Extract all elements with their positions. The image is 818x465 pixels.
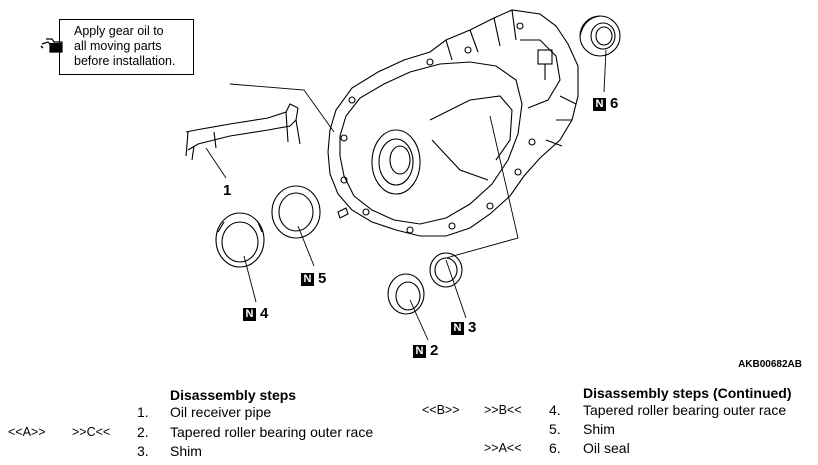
steps-title-left: Disassembly steps — [170, 387, 297, 403]
bearing-race-4 — [215, 212, 265, 268]
step-number: 2. — [137, 424, 149, 440]
step-text: Oil receiver pipe — [170, 404, 272, 420]
callout-3-number: 3 — [468, 319, 477, 336]
step-number: 6. — [549, 440, 561, 456]
step-row: <<B>> >>B<< 4. Tapered roller bearing ou… — [410, 402, 818, 419]
new-part-badge-icon: N — [593, 98, 606, 111]
step-text: Oil seal — [583, 440, 630, 456]
step-text: Shim — [170, 443, 202, 459]
step-text: Shim — [583, 421, 615, 437]
callout-1-number: 1 — [223, 182, 232, 199]
step-number: 3. — [137, 443, 149, 459]
new-part-badge-icon: N — [243, 308, 256, 321]
transaxle-case — [327, 9, 579, 237]
callout-6-number: 6 — [610, 95, 619, 112]
oil-receiver-pipe — [185, 103, 301, 161]
new-part-badge-icon: N — [413, 345, 426, 358]
oil-can-icon — [40, 38, 63, 53]
step-ref-b: >>A<< — [484, 441, 522, 455]
step-number: 4. — [549, 402, 561, 418]
step-row: >>A<< 6. Oil seal — [410, 440, 818, 457]
step-row: 1. Oil receiver pipe — [0, 404, 410, 421]
steps-title-right: Disassembly steps (Continued) — [583, 385, 792, 401]
bearing-race-2 — [387, 273, 425, 315]
new-part-badge-icon: N — [301, 273, 314, 286]
callout-2-number: 2 — [430, 342, 439, 359]
figure-code: AKB00682AB — [738, 359, 802, 370]
oil-seal-6 — [579, 15, 621, 57]
leader-lines — [205, 49, 607, 341]
shim-5 — [271, 185, 321, 239]
step-text: Tapered roller bearing outer race — [583, 402, 787, 418]
step-number: 1. — [137, 404, 149, 420]
step-row: 3. Shim — [0, 443, 410, 460]
gear-oil-note-text: Apply gear oil to all moving parts befor… — [74, 24, 176, 68]
step-row: <<A>> >>C<< 2. Tapered roller bearing ou… — [0, 424, 410, 441]
callout-1: 1 — [223, 183, 231, 199]
new-part-badge-icon: N — [451, 322, 464, 335]
gear-oil-note: Apply gear oil to all moving parts befor… — [59, 19, 194, 75]
step-number: 5. — [549, 421, 561, 437]
step-ref-b: >>C<< — [72, 425, 111, 439]
callout-5-number: 5 — [318, 270, 327, 287]
step-ref-a: <<A>> — [8, 425, 46, 439]
step-ref-b: >>B<< — [484, 403, 522, 417]
callout-4-number: 4 — [260, 305, 269, 322]
step-row: 5. Shim — [410, 421, 818, 438]
step-text: Tapered roller bearing outer race — [170, 424, 374, 440]
shim-3 — [429, 252, 463, 288]
step-ref-a: <<B>> — [422, 403, 460, 417]
